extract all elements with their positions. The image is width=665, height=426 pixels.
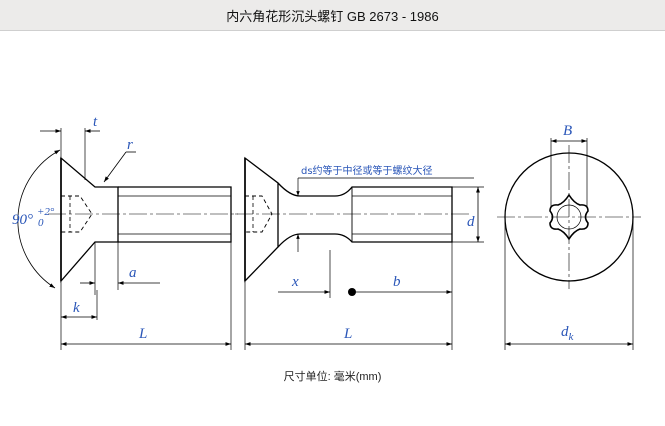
label-dk-base: d <box>561 324 569 340</box>
label-dk-sub: k <box>569 331 575 343</box>
label-t: t <box>93 114 98 130</box>
label-d: d <box>467 214 475 230</box>
left-head-outline <box>60 156 119 283</box>
label-ds-note: ds约等于中径或等于螺纹大径 <box>301 164 433 177</box>
label-angle-tol-minus: 0 <box>38 217 44 229</box>
unit-caption: 尺寸单位: 毫米(mm) <box>283 371 382 383</box>
middle-view <box>235 156 484 350</box>
mid-head-outline <box>244 156 279 283</box>
page-title: 内六角花形沉头螺钉 GB 2673 - 1986 <box>226 8 439 24</box>
right-view <box>497 138 641 350</box>
left-view <box>17 128 238 350</box>
mid-reduced-shank <box>277 182 453 248</box>
angle-arc <box>17 149 61 289</box>
label-angle: 90° <box>12 212 33 228</box>
label-L-mid: L <box>343 326 352 342</box>
title-bar: 内六角花形沉头螺钉 GB 2673 - 1986 <box>0 0 665 31</box>
label-L-left: L <box>138 326 147 342</box>
label-x: x <box>291 274 299 290</box>
label-r: r <box>127 137 133 153</box>
label-a: a <box>129 265 137 281</box>
label-B: B <box>563 123 572 139</box>
label-k: k <box>73 300 80 316</box>
reference-point <box>348 288 356 296</box>
label-b: b <box>393 274 401 290</box>
label-angle-tol-plus: +2° <box>37 206 55 218</box>
left-shank <box>118 186 232 243</box>
label-dk: dk <box>561 324 575 343</box>
